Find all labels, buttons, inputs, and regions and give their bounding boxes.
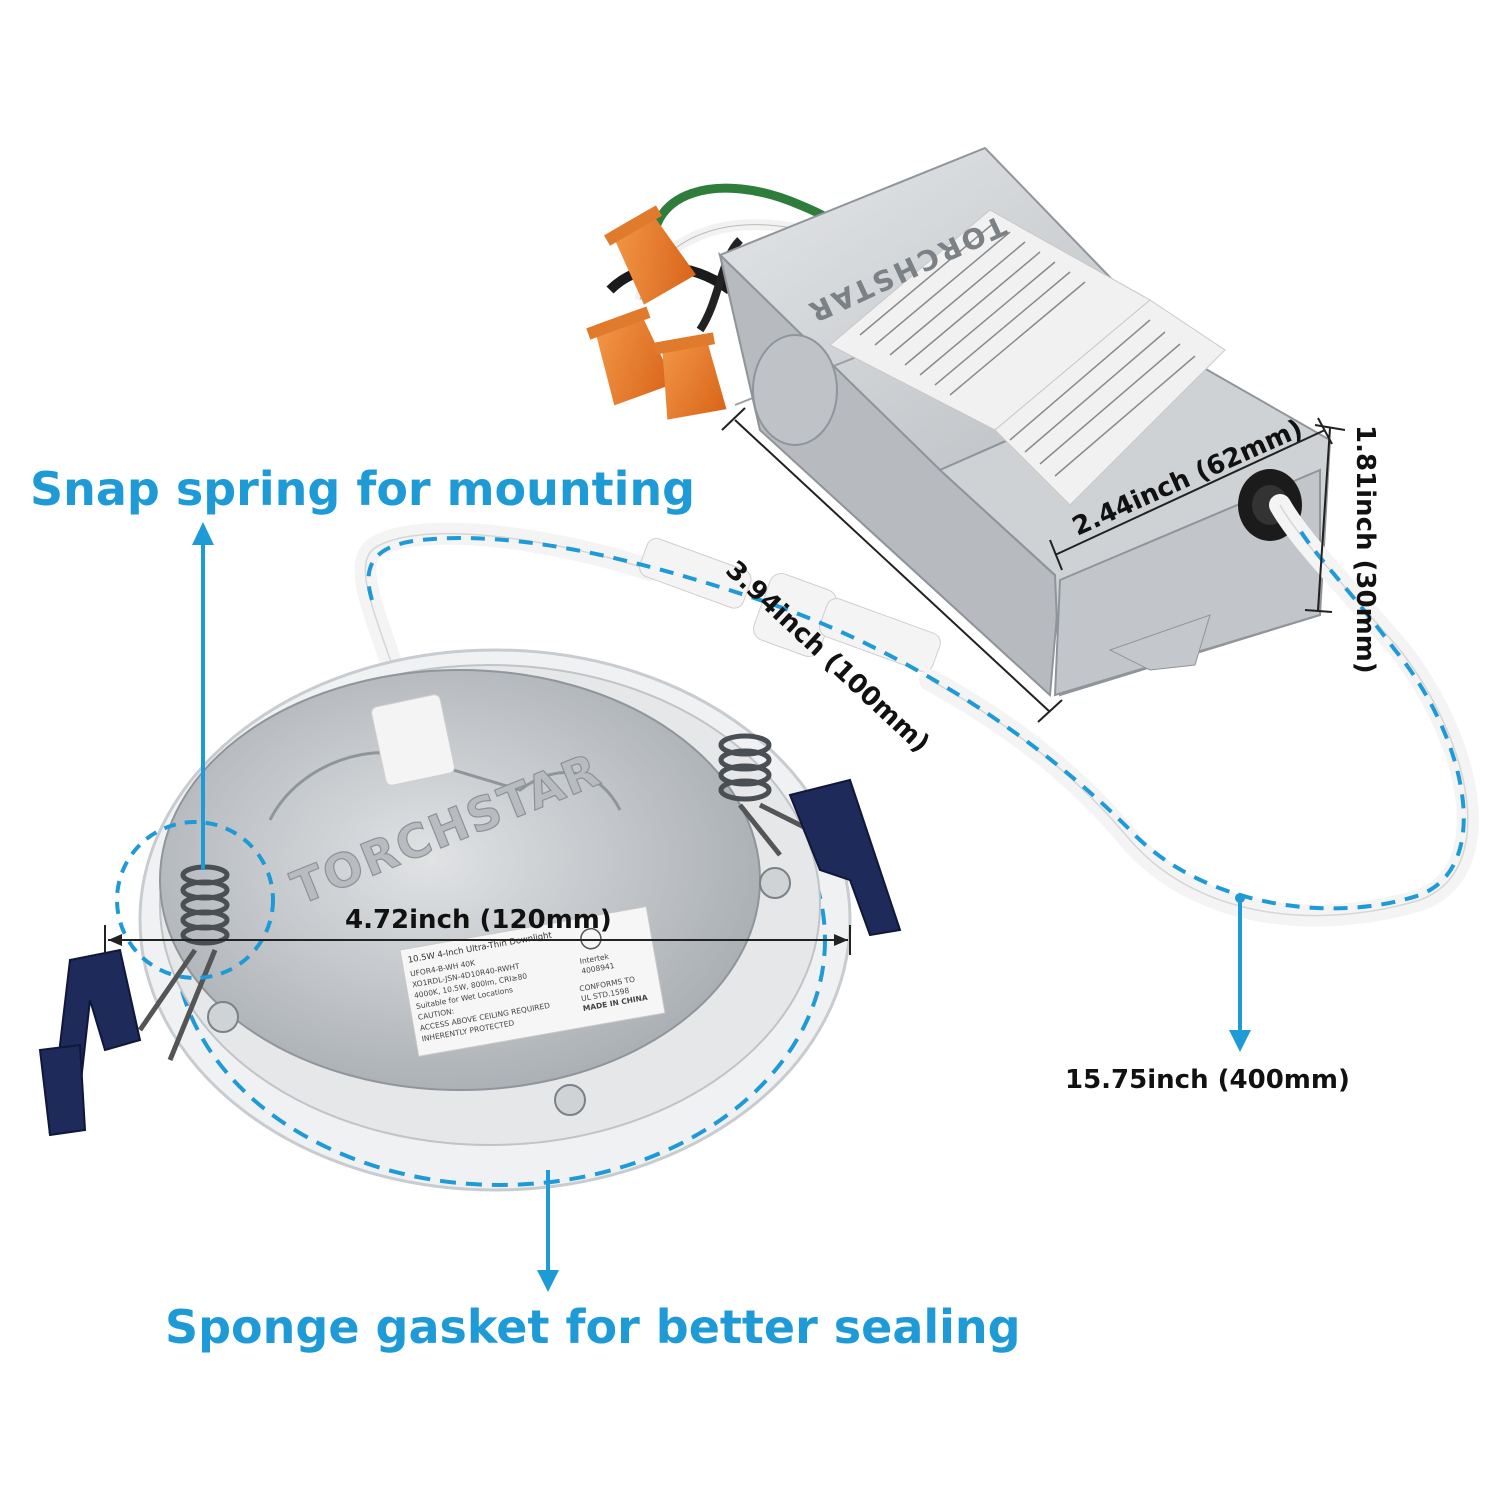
right-bracket — [788, 778, 902, 937]
cable-length-guide — [366, 528, 1466, 911]
box-height-line — [1317, 427, 1331, 611]
junction-box: TORCHSTAR — [606, 146, 1332, 698]
cables — [354, 494, 1479, 927]
light-diameter-label: 4.72inch (120mm) — [345, 905, 612, 935]
left-spring — [38, 864, 230, 1137]
snap-spring-highlight — [115, 820, 275, 980]
callout-arrows — [192, 522, 1251, 1292]
strain-relief — [371, 694, 455, 786]
right-spring — [718, 733, 902, 937]
dimension-lines — [104, 407, 1346, 955]
snap-spring-callout: Snap spring for mounting — [30, 462, 696, 516]
sponge-gasket-callout: Sponge gasket for better sealing — [165, 1300, 1021, 1354]
knockout — [752, 334, 838, 446]
screws — [207, 867, 791, 1116]
mounting-springs — [38, 733, 902, 1137]
cable-length-label: 15.75inch (400mm) — [1065, 1065, 1350, 1095]
box-height-label: 1.81inch (30mm) — [1350, 425, 1380, 674]
box-width-line — [1054, 429, 1326, 556]
box-length-line — [734, 419, 1051, 713]
wire-connectors — [586, 205, 727, 420]
product-label: 10.5W 4-Inch Ultra-Thin Downlight UFOR4-… — [399, 906, 666, 1057]
downlight: TORCHSTAR 10.5W 4-Inch Ultra-Thin Downli… — [138, 648, 852, 1192]
